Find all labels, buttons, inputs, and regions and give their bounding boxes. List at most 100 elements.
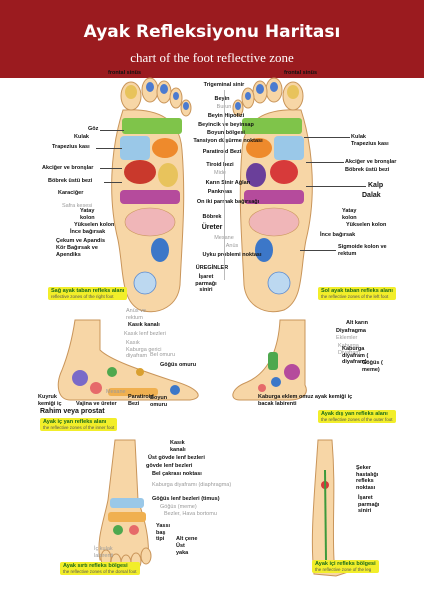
label-rib-diaphragm: Kaburga Diyafram	[338, 343, 361, 356]
label-lower-jaw: Alt çene	[176, 536, 198, 542]
label-sigmoid-colon: Sigmoide kolon ve rektum	[338, 244, 387, 257]
label-glands-airway: Bezler, Hava bortomu	[164, 511, 217, 517]
leader-line	[306, 186, 366, 187]
label-inguinal-canal: Kasık kanalı	[128, 322, 160, 328]
left-sole-illustration	[111, 77, 192, 312]
caption-inner-side: Ayak iç yan refleks alanı the reflective…	[40, 418, 118, 431]
label-waist-point: Bel çakrası noktası	[152, 471, 202, 477]
label-inguinal-lymph: Kasık lenf bezleri	[124, 331, 166, 337]
label-rib-diaphragm-inner: Kasık Kaburga gerici diyafram	[126, 340, 162, 359]
label-duodenum: On iki parmak bağırsağı	[196, 199, 260, 205]
label-transverse-colon-right: Yatay kolon	[342, 208, 357, 221]
label-lumbar-spine: Bel omuru	[150, 352, 176, 358]
label-lungs-right: Akciğer ve bronşlar	[345, 159, 397, 165]
label-cecum-appendix: Çekum ve Apandis	[56, 238, 106, 244]
caption-right-foot-sole: Sağ ayak taban refleks alanı reflective …	[48, 287, 128, 300]
leader-line	[96, 148, 122, 149]
label-gallbladder: Safra kesesi	[62, 203, 93, 209]
label-kidney: Böbrek	[202, 214, 222, 220]
label-bladder-inner: Mesane	[106, 389, 126, 395]
label-uterus-prostate: Rahim veya prostat	[40, 408, 105, 415]
label-thymus: Göğüs lenf bezleri (timus)	[152, 496, 220, 502]
caption-right-foot-sole-sub: reflective zones of the right foot	[51, 294, 114, 299]
label-lower-abdomen: Alt karın	[346, 320, 369, 326]
page-subtitle: chart of the foot reflective zone	[130, 50, 294, 65]
label-anus-rectum: Anüs ve rektum	[126, 308, 146, 321]
label-flat-head: Yassı baş tipi	[156, 523, 171, 542]
leader-line	[100, 130, 124, 131]
label-cervical-spine: Boyun omuru	[150, 395, 168, 408]
label-rib-joint-shoulder: Kaburga eklem omuz ayak kemiği iç bacak …	[258, 394, 353, 407]
label-small-intestine-right: İnce bağırsak	[320, 232, 356, 238]
label-pancreas: Pankreas	[207, 189, 233, 195]
center-divider	[224, 90, 225, 280]
caption-outer-side-sub: the reflective zones of the outer foot	[321, 417, 393, 422]
label-small-intestine-left: İnce bağırsak	[70, 229, 106, 235]
label-neck: Boyun bölgesi	[207, 130, 245, 136]
caption-outer-side: Ayak dış yan refleks alanı the reflectiv…	[318, 410, 396, 423]
label-blind-gut-appendix: Kör Bağırsak ve Apendiks	[56, 245, 98, 258]
label-index-nerve-leg: İşaret parmağı siniri	[358, 495, 380, 514]
leader-line	[104, 182, 122, 183]
label-joints: Eklemler	[336, 335, 358, 341]
label-liver: Karaciğer	[58, 190, 84, 196]
label-upper-collar: Üst yaka	[176, 543, 189, 556]
label-trapezius-left: Trapezius kası	[52, 144, 90, 150]
label-rib-diaphragm-dorsum: Kaburga diyaframı (diaphragma)	[152, 482, 232, 488]
label-vagina-ureter: Vajina ve üreter	[76, 401, 117, 407]
label-inguinal-canal-dorsum: Kasık kanalı	[170, 440, 186, 453]
caption-leg-sub: the reflective zone of the leg	[315, 567, 372, 572]
label-body-lymph: gövde lenf bezleri	[146, 463, 193, 469]
label-parathyroid-inner: Paratiroid Bezi	[128, 394, 154, 407]
caption-leg: Ayak içi refleks bölgesi the reflective …	[312, 560, 379, 573]
label-ureter: Üreter	[201, 224, 223, 231]
label-stomach: Mide	[214, 170, 226, 176]
caption-leg-title: Ayak içi refleks bölgesi	[315, 561, 376, 567]
leader-line	[300, 250, 336, 251]
caption-outer-side-title: Ayak dış yan refleks alanı	[321, 411, 388, 417]
label-index-finger-nerve: İşaret parmağı siniri	[195, 274, 217, 293]
label-chest-breast-dorsum: Göğüs (meme)	[160, 504, 197, 510]
caption-left-foot-sole: Sol ayak taban refleks alanı the reflect…	[318, 287, 396, 300]
leader-line	[100, 168, 122, 169]
label-thoracic-spine: Göğüs omuru	[160, 362, 197, 368]
label-adrenal-left: Böbrek üstü bezi	[48, 178, 93, 184]
label-lungs-left: Akciğer ve bronşlar	[42, 165, 94, 171]
label-heart: Kalp	[368, 182, 384, 189]
label-rib-diaphragm-full: Kaburga diyafram ( diyafram)	[342, 346, 369, 365]
label-ascending-colon-right: Yükselen kolon	[346, 222, 387, 228]
label-ear-left: Kulak	[74, 134, 89, 140]
label-frontal-sinus-right: frontal sinüs	[284, 70, 318, 76]
label-diabetes-point: Şeker hastalığı refleks noktası	[356, 465, 379, 491]
label-eye: Göz	[88, 126, 99, 132]
label-genitals: ÜREGİNLER	[195, 265, 229, 271]
label-brain: Beyin	[214, 96, 230, 102]
leader-line	[304, 137, 350, 138]
caption-dorsum: Ayak sırtı refleks bölgesi the reflectiv…	[60, 562, 140, 575]
leg-illustration	[311, 439, 349, 577]
outer-side-illustration	[232, 319, 307, 401]
label-solar-plexus: Karın Sinir Ağları	[205, 180, 251, 186]
label-trigeminal: Trigeminal sinir	[203, 82, 245, 88]
label-adrenal-right: Böbrek üstü bezi	[345, 167, 390, 173]
caption-inner-side-title: Ayak iç yan refleks alanı	[43, 419, 107, 425]
caption-left-foot-sole-sub: the reflective zones of the left foot	[321, 294, 389, 299]
label-anus: Anüs	[225, 243, 239, 249]
label-thyroid: Tiroid bezi	[206, 162, 234, 168]
label-pituitary: Beyin Hipofizi	[207, 113, 245, 119]
label-transverse-colon-left: Yatay kolon	[80, 208, 95, 221]
label-spleen: Dalak	[362, 192, 381, 199]
label-diaphragm-outer: Diyafragma	[336, 328, 366, 334]
inner-side-illustration	[57, 319, 199, 401]
header-banner	[0, 0, 424, 78]
label-sleep-point: Uyku problemi noktası	[202, 252, 262, 258]
label-inner-ear: İç kulak labirenti	[94, 546, 114, 559]
label-frontal-sinus-left: frontal sinüs	[108, 70, 142, 76]
label-ear-right: Kulak	[351, 134, 366, 140]
leader-line	[306, 162, 344, 163]
right-sole-illustration	[232, 77, 313, 312]
label-coccyx: Kuyruk kemiği iç	[38, 394, 62, 407]
label-parathyroid: Paratiroid Bezi	[202, 149, 242, 155]
label-ascending-colon-left: Yükselen kolon	[74, 222, 115, 228]
label-blood-pressure-point: Tansiyon düşürme noktası	[193, 138, 263, 144]
